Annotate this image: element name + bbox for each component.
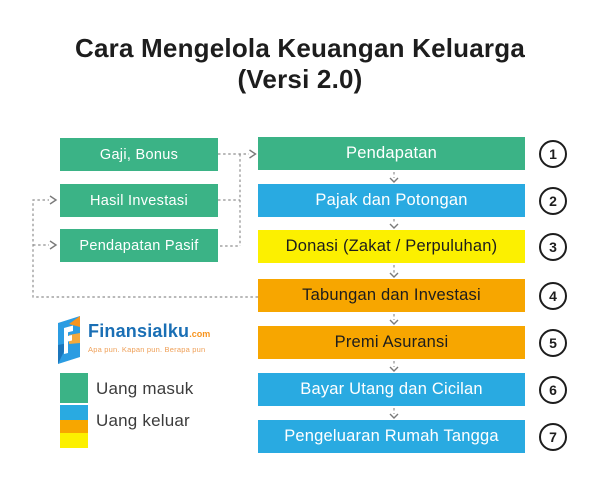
- step-number-badge-4: 4: [539, 282, 567, 310]
- flow-step-donasi: Donasi (Zakat / Perpuluhan): [258, 230, 525, 263]
- brand-tagline: Apa pun. Kapan pun. Berapa pun: [88, 345, 206, 354]
- flow-step-tabungan-dan-investasi: Tabungan dan Investasi: [258, 279, 525, 312]
- title-line2: (Versi 2.0): [237, 64, 363, 94]
- flow-step-bayar-utang-dan-cicilan: Bayar Utang dan Cicilan: [258, 373, 525, 406]
- step-number-badge-6: 6: [539, 376, 567, 404]
- arrowhead-down-2: [389, 223, 399, 229]
- arrowhead-down-5: [389, 366, 399, 372]
- title-line1: Cara Mengelola Keuangan Keluarga: [75, 33, 525, 63]
- finansialku-logo: Finansialku.com Apa pun. Kapan pun. Bera…: [56, 315, 210, 365]
- legend-income-swatch: [60, 373, 88, 403]
- legend-expense-swatch-orange: [60, 420, 88, 433]
- legend-expense-label: Uang keluar: [96, 411, 190, 430]
- legend-expense-swatch-blue: [60, 405, 88, 420]
- flow-step-pendapatan: Pendapatan: [258, 137, 525, 170]
- step-number-badge-5: 5: [539, 329, 567, 357]
- arrowhead-down-1: [389, 177, 399, 183]
- arrowhead-down-4: [389, 319, 399, 325]
- flow-step-premi-asuransi: Premi Asuransi: [258, 326, 525, 359]
- source-box-hasil-investasi: Hasil Investasi: [60, 184, 218, 217]
- source-box-gaji-bonus: Gaji, Bonus: [60, 138, 218, 171]
- arrowhead-down-3: [389, 272, 399, 278]
- arrowhead-into-pendapatan-pasif: [49, 240, 58, 250]
- brand-name: Finansialku: [88, 321, 190, 341]
- arrowhead-into-pendapatan: [249, 149, 257, 159]
- arrowhead-into-hasil-investasi: [49, 195, 58, 205]
- step-number-badge-1: 1: [539, 140, 567, 168]
- legend-expense-swatch: [60, 405, 88, 448]
- legend-income-label: Uang masuk: [96, 379, 194, 398]
- step-number-badge-2: 2: [539, 187, 567, 215]
- step-number-badge-3: 3: [539, 233, 567, 261]
- logo-text: Finansialku.com Apa pun. Kapan pun. Bera…: [88, 315, 210, 354]
- flow-step-pengeluaran-rumah-tangga: Pengeluaran Rumah Tangga: [258, 420, 525, 453]
- finansialku-logo-icon: [58, 316, 80, 364]
- source-box-pendapatan-pasif: Pendapatan Pasif: [60, 229, 218, 262]
- arrowhead-down-6: [389, 413, 399, 419]
- page-title: Cara Mengelola Keuangan Keluarga (Versi …: [0, 33, 600, 95]
- flow-step-pajak-dan-potongan: Pajak dan Potongan: [258, 184, 525, 217]
- brand-tld: .com: [189, 329, 211, 339]
- step-number-badge-7: 7: [539, 423, 567, 451]
- legend-expense-swatch-yellow: [60, 433, 88, 448]
